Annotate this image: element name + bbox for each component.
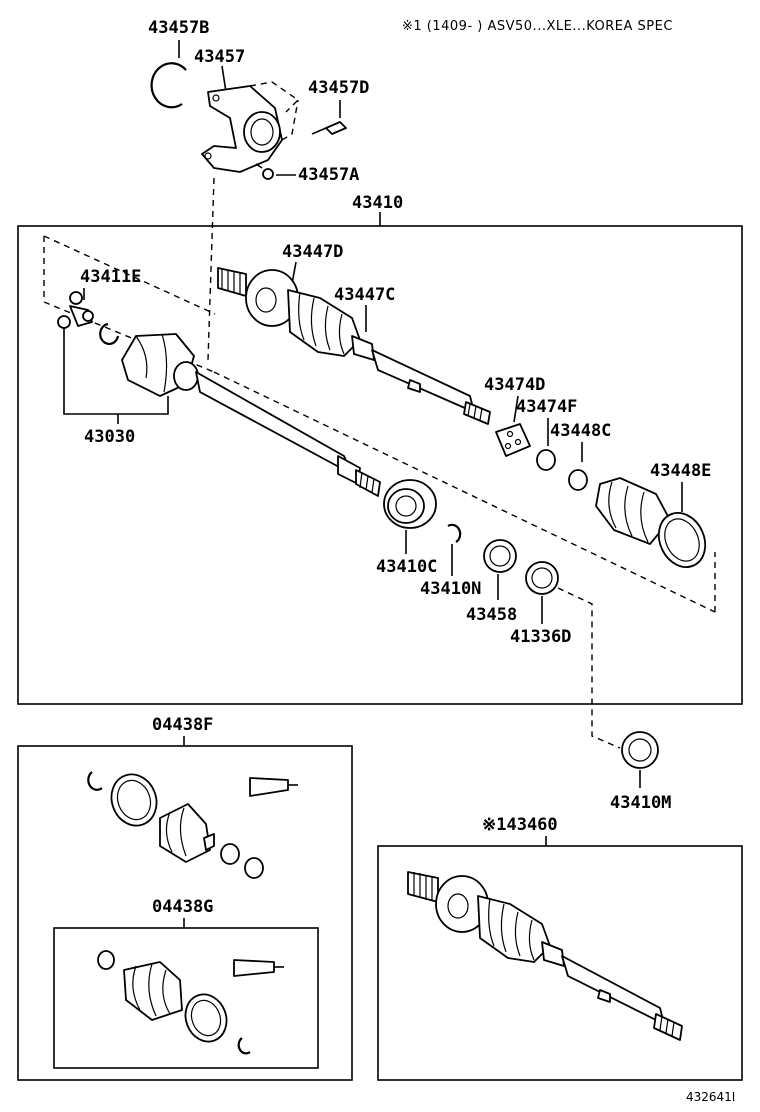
bearing-bracket-43457-drawing[interactable] <box>201 81 300 173</box>
snap-ring-43457B-drawing[interactable] <box>150 40 187 109</box>
label-43460[interactable]: ※143460 <box>482 815 558 835</box>
header-note: ※1 (1409- ) ASV50...XLE...KOREA SPEC <box>402 19 673 34</box>
bolt-43457D-drawing[interactable] <box>311 100 347 135</box>
drive-shaft-assembly-box <box>17 225 743 705</box>
label-43410M[interactable]: 43410M <box>610 793 671 813</box>
label-41336D[interactable]: 41336D <box>510 627 571 647</box>
label-43410C[interactable]: 43410C <box>376 557 437 577</box>
seal-41336D-drawing[interactable] <box>525 561 559 595</box>
label-43410N[interactable]: 43410N <box>420 579 481 599</box>
tripod-joint-43411E-drawing[interactable] <box>57 291 120 345</box>
label-43448C[interactable]: 43448C <box>550 421 611 441</box>
boot-kit-04438F-box <box>17 745 353 1081</box>
label-43457D[interactable]: 43457D <box>308 78 369 98</box>
boot-kit-04438G-parts[interactable] <box>97 950 284 1055</box>
outboard-joint-43447D-drawing[interactable] <box>217 267 491 425</box>
bolt-43457A-drawing[interactable] <box>255 163 296 180</box>
label-43411E[interactable]: 43411E <box>80 267 141 287</box>
drive-shaft-43460-box <box>377 845 743 1081</box>
label-43447C[interactable]: 43447C <box>334 285 395 305</box>
label-43410[interactable]: 43410 <box>352 193 403 213</box>
boot-43448E-drawing[interactable] <box>595 477 714 575</box>
axle-shaft-drawing[interactable] <box>195 371 381 497</box>
clamp-43474F-drawing[interactable] <box>536 449 556 471</box>
label-43474D[interactable]: 43474D <box>484 375 545 395</box>
inboard-joint-43030-drawing[interactable] <box>121 333 199 397</box>
seal-43458-drawing[interactable] <box>483 539 517 573</box>
label-43457[interactable]: 43457 <box>194 47 245 67</box>
label-43030[interactable]: 43030 <box>84 427 135 447</box>
diagram-code: 432641I <box>686 1090 735 1104</box>
bearing-43410M-drawing[interactable] <box>621 731 659 769</box>
label-43457B[interactable]: 43457B <box>148 18 209 38</box>
label-43458[interactable]: 43458 <box>466 605 517 625</box>
drive-shaft-43460-drawing[interactable] <box>407 871 683 1041</box>
damper-43474D-drawing[interactable] <box>495 423 531 457</box>
label-43447D[interactable]: 43447D <box>282 242 343 262</box>
label-43448E[interactable]: 43448E <box>650 461 711 481</box>
label-04438G[interactable]: 04438G <box>152 897 213 917</box>
boot-kit-04438F-parts[interactable] <box>87 768 298 879</box>
label-04438F[interactable]: 04438F <box>152 715 213 735</box>
label-43474F[interactable]: 43474F <box>516 397 577 417</box>
label-43457A[interactable]: 43457A <box>298 165 359 185</box>
clamp-43448C-drawing[interactable] <box>568 469 588 491</box>
boot-kit-04438G-box <box>53 927 319 1069</box>
snap-ring-43410N-drawing[interactable] <box>447 523 462 543</box>
bearing-43410C-drawing[interactable] <box>383 479 437 529</box>
